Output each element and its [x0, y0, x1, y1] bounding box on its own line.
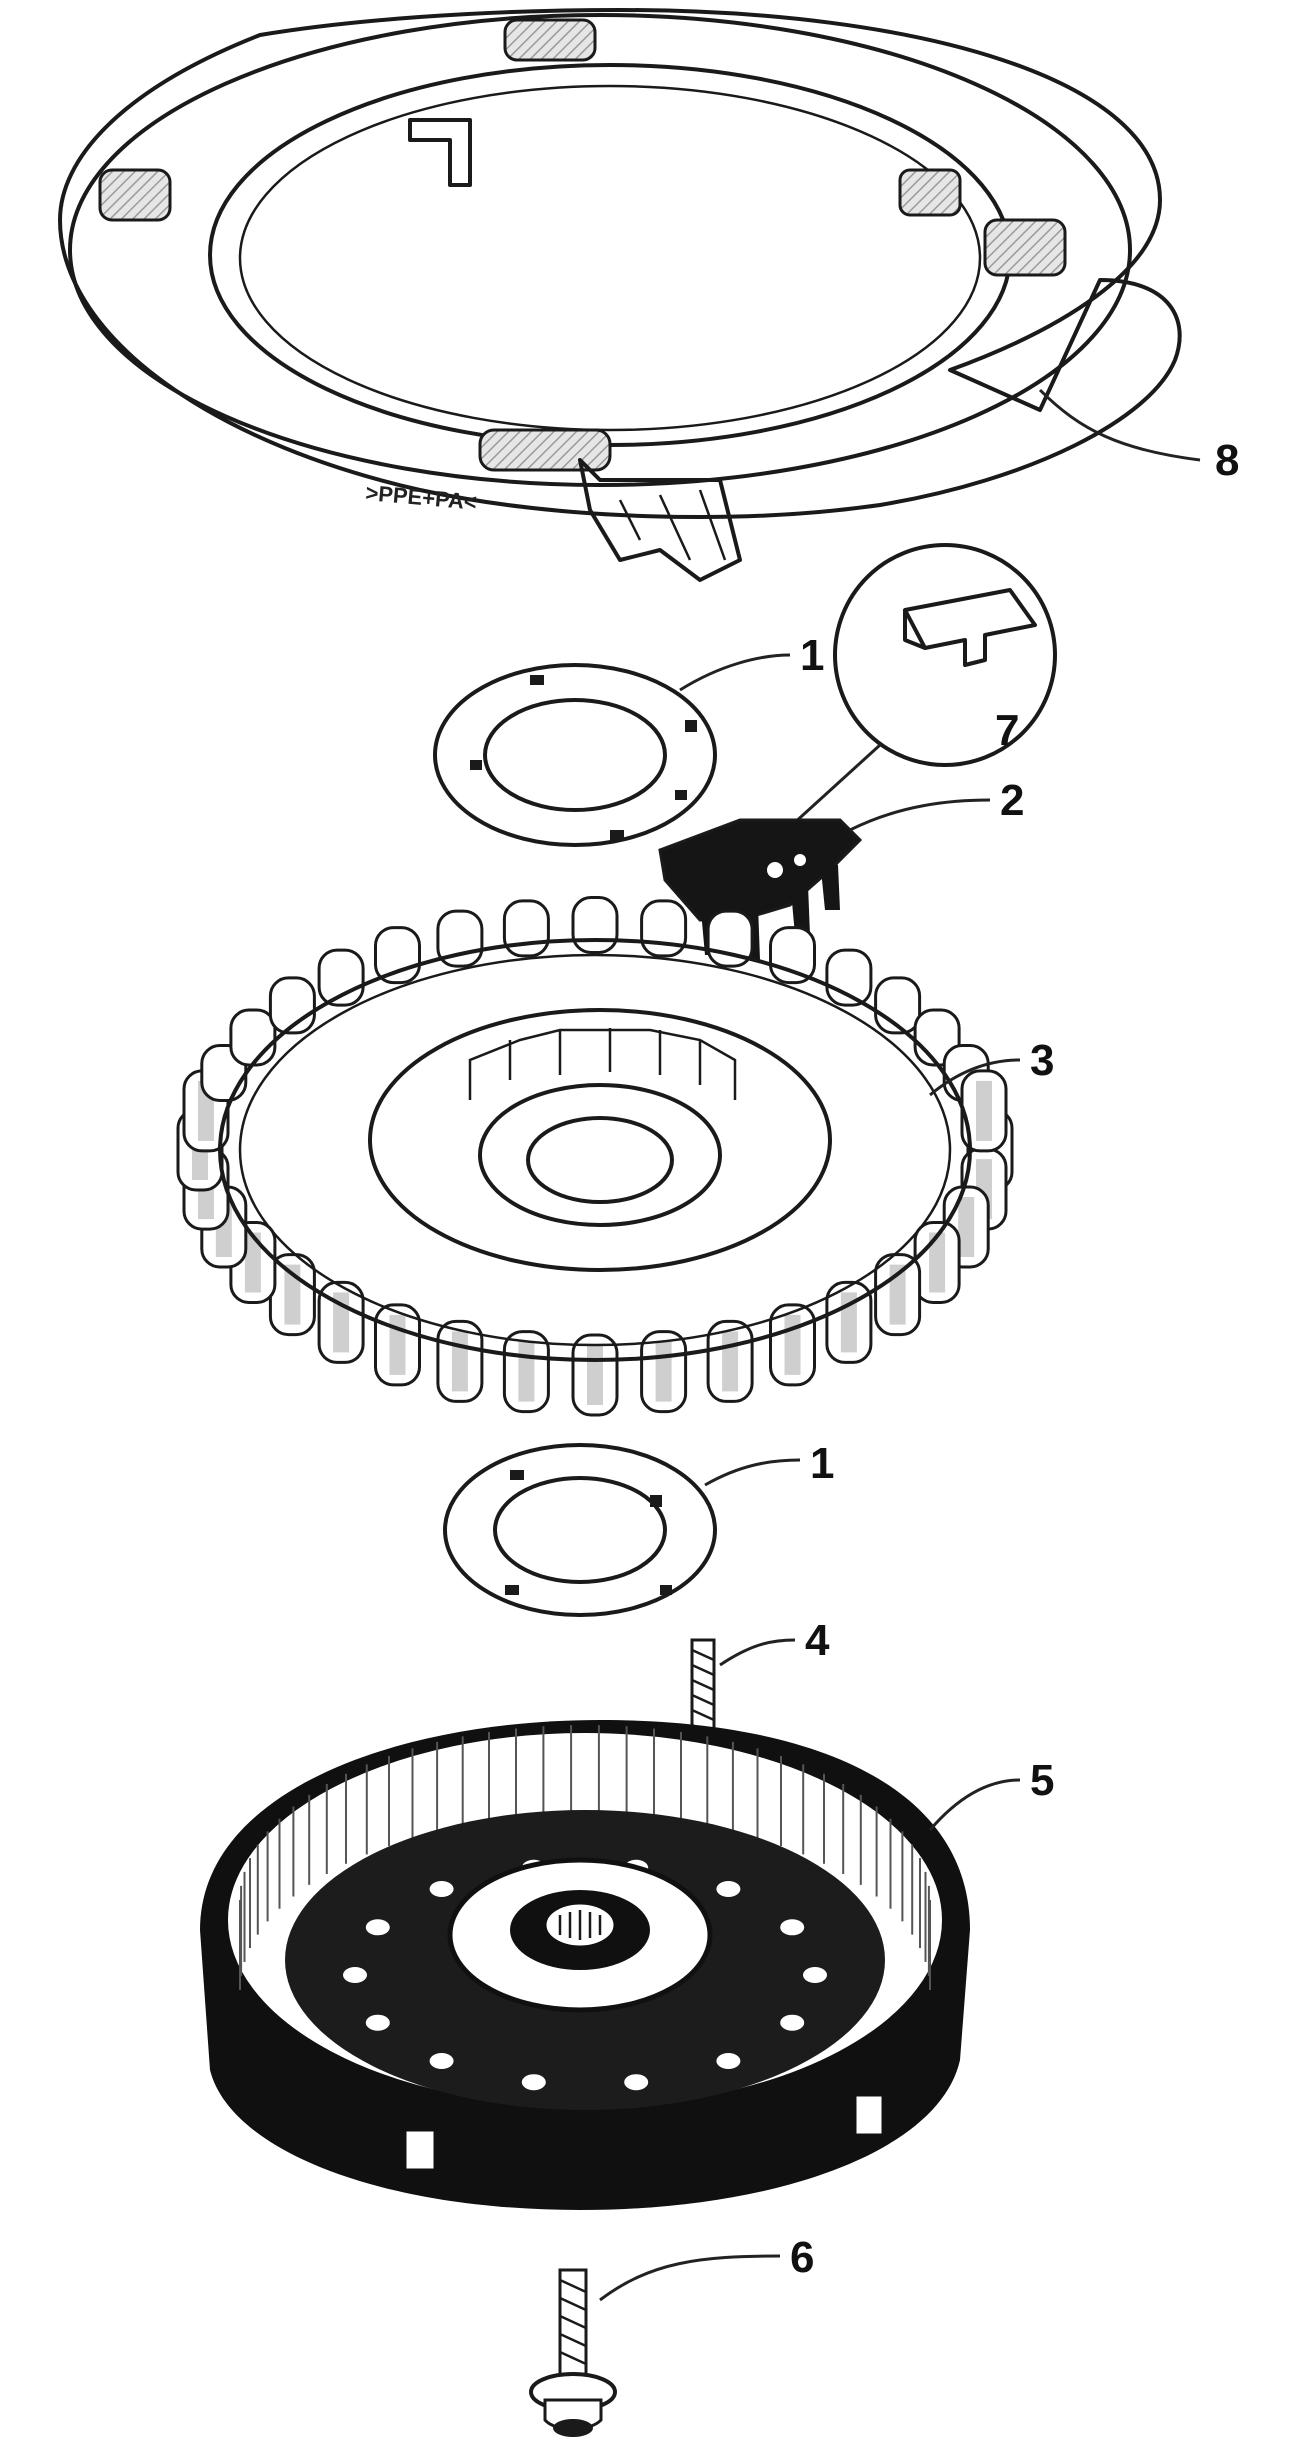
rotor-vent-hole	[429, 2053, 454, 2069]
stator-tooth-shade	[929, 1232, 946, 1293]
rotor-vent-hole	[365, 2014, 390, 2031]
stator-tooth-shade	[451, 1331, 468, 1392]
callout-6-label: 6	[790, 2233, 814, 2282]
hall-sensor	[658, 818, 863, 960]
rotor-bolt	[529, 2268, 617, 2437]
rotor-vent-hole	[716, 2053, 741, 2069]
rotor-vent-hole	[803, 1967, 827, 1983]
callout-1-bottom-label: 1	[810, 1439, 834, 1488]
callout-1-top-label: 1	[800, 631, 824, 680]
stator-tooth-shade	[889, 1264, 906, 1325]
stator-tooth	[374, 926, 421, 985]
rotor-vent-hole	[780, 1919, 805, 1936]
rotor-vent-hole	[343, 1967, 367, 1983]
rotor-vent-hole	[780, 2014, 805, 2031]
callout-2-label: 2	[1000, 776, 1024, 825]
stator-tooth	[229, 1008, 277, 1067]
rotor-magnets	[239, 1725, 931, 1990]
callout-6: 6	[599, 2233, 814, 2302]
stator-tooth-shade	[722, 1331, 739, 1392]
callout-8: 8	[1038, 388, 1239, 485]
rotor-vent-hole	[716, 1881, 741, 1897]
stator-tooth-shade	[976, 1080, 992, 1141]
rotor-vent-hole	[365, 1919, 390, 1936]
callout-8-label: 8	[1215, 436, 1239, 485]
callout-1-bottom: 1	[704, 1439, 834, 1488]
stator-tooth-shade	[244, 1232, 261, 1293]
stator-teeth	[176, 896, 1014, 1417]
callout-1-top: 1	[679, 631, 824, 692]
rotor-vent-hole	[624, 2074, 649, 2091]
ring-cover: >PPE+PA<	[58, 8, 1182, 582]
callout-3-label: 3	[1030, 1036, 1054, 1085]
callout-2: 2	[849, 776, 1024, 832]
spacer-ring-top	[433, 663, 717, 847]
stator-tooth	[640, 899, 688, 958]
stator-tooth-shade	[389, 1314, 406, 1375]
spacer-ring-bottom	[443, 1443, 717, 1617]
rotor-vent-hole	[521, 2074, 546, 2091]
stator-tooth-shade	[587, 1345, 603, 1405]
rotor	[200, 1720, 970, 2210]
callout-4-label: 4	[805, 1616, 830, 1665]
stator-tooth-shade	[655, 1341, 672, 1402]
stator-tooth	[769, 926, 816, 985]
callout-3: 3	[929, 1036, 1054, 1097]
stator-tooth-shade	[284, 1264, 301, 1325]
callout-5-label: 5	[1030, 1756, 1054, 1805]
callout-5: 5	[928, 1756, 1054, 1831]
stator-tooth	[571, 896, 619, 954]
stator-tooth-shade	[518, 1341, 535, 1402]
stator-tooth-shade	[958, 1197, 975, 1257]
stator-tooth-shade	[784, 1314, 801, 1375]
callout-7-label: 7	[995, 706, 1019, 755]
rotor-vent-hole	[429, 1881, 454, 1897]
stator-tooth	[502, 899, 550, 958]
stator	[176, 896, 1014, 1417]
ring-cover-stamp: >PPE+PA<	[365, 480, 478, 515]
callout-4: 4	[719, 1616, 830, 1667]
